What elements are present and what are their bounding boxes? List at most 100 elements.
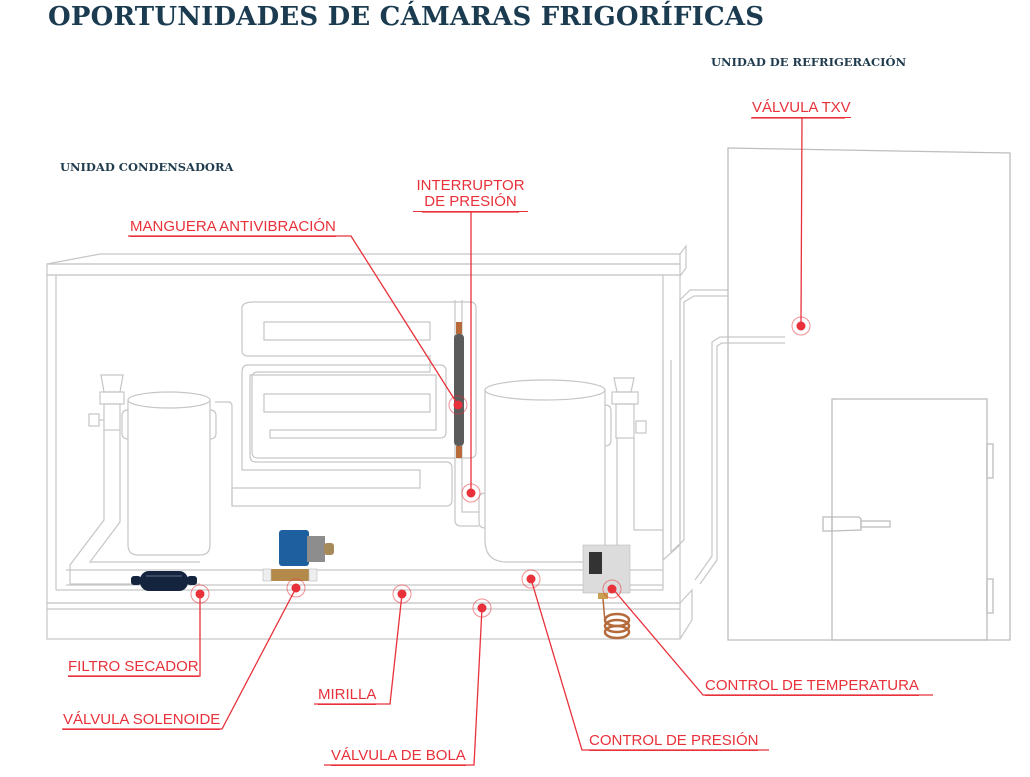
filter-drier	[131, 571, 197, 591]
left-valve-port	[88, 413, 100, 427]
door-handle-lever	[860, 520, 891, 528]
solenoid-coil	[279, 530, 309, 566]
hotspot-mirilla[interactable]	[392, 584, 412, 604]
hotspot-interruptor-presion[interactable]	[461, 483, 481, 503]
hotspot-control-temperatura[interactable]	[602, 579, 622, 599]
solenoid-connector	[324, 543, 334, 555]
callout-filtro-secador[interactable]: FILTRO SECADOR	[68, 658, 199, 677]
callout-valvula-bola[interactable]: VÁLVULA DE BOLA	[331, 747, 466, 766]
hotspot-dot	[291, 583, 301, 593]
cabinet-top-side	[679, 244, 687, 277]
coil-return-pipe	[215, 401, 233, 506]
hotspot-valvula-solenoide[interactable]	[286, 578, 306, 598]
right-valve-cap	[613, 377, 635, 393]
callout-mirilla[interactable]: MIRILLA	[318, 686, 377, 705]
compressor-top	[484, 379, 606, 401]
callout-control-presion[interactable]: CONTROL DE PRESIÓN	[589, 732, 759, 751]
leader-manguera	[128, 235, 459, 406]
hotspot-dot	[453, 400, 463, 410]
right-valve-collar	[611, 391, 639, 405]
callout-control-temperatura[interactable]: CONTROL DE TEMPERATURA	[705, 677, 919, 696]
condenser-coil-slot-1	[263, 321, 431, 341]
anti-vibration-hose	[454, 322, 464, 458]
compressor-port	[604, 404, 612, 447]
door-handle-grip	[831, 516, 862, 532]
left-pipe-outer	[69, 430, 200, 585]
callout-manguera-antivibracion[interactable]: MANGUERA ANTIVIBRACIÓN	[130, 218, 336, 237]
temperature-controller	[582, 544, 631, 640]
hotspot-ring	[461, 483, 481, 503]
hotspot-ring	[286, 578, 306, 598]
compressor-body	[484, 390, 606, 563]
capillary-coil-2	[603, 618, 631, 634]
leader-control-presion	[530, 578, 769, 751]
hotspot-dot	[526, 574, 536, 584]
cabinet-base-side	[679, 588, 693, 640]
solenoid-brass-body	[268, 569, 313, 581]
page-title: OPORTUNIDADES DE CÁMARAS FRIGORÍFICAS	[48, 2, 765, 32]
leader-txv	[800, 117, 803, 325]
callout-interruptor-line2: DE PRESIÓN	[424, 193, 517, 210]
right-valve-pipe-1	[610, 438, 618, 551]
compressor-suction-port	[478, 492, 486, 529]
discharge-pipe-outer	[454, 300, 479, 527]
hotspot-ring	[791, 316, 811, 336]
capillary-coil-3	[603, 624, 631, 640]
hotspot-ring	[472, 598, 492, 618]
right-valve-port	[635, 420, 647, 434]
section-label-condensing-unit: UNIDAD CONDENSADORA	[60, 160, 234, 174]
solenoid-fitting-right	[308, 568, 318, 582]
left-valve-body	[103, 403, 121, 431]
cabinet-base	[46, 602, 681, 640]
hotspot-ring	[392, 584, 412, 604]
refrigeration-unit-drawing	[727, 147, 1011, 641]
hotspot-control-presion[interactable]	[521, 569, 541, 589]
suction-line-outer	[662, 289, 728, 562]
door-hinge-top	[986, 443, 994, 479]
hotspot-valvula-bola[interactable]	[472, 598, 492, 618]
cold-room-outline	[727, 147, 1011, 641]
left-valve-collar	[99, 391, 125, 405]
solenoid-fitting-left	[262, 568, 272, 582]
solenoid-housing	[307, 536, 325, 562]
filter-inlet	[131, 576, 141, 585]
solenoid-valve	[262, 530, 334, 582]
condensing-unit-drawing	[46, 244, 785, 640]
hose-copper-end-top	[456, 322, 462, 334]
left-valve-cap	[100, 374, 124, 393]
section-label-refrigeration-unit: UNIDAD DE REFRIGERACIÓN	[711, 55, 907, 69]
liquid-line-to-evaporator-outer	[694, 336, 785, 581]
hotspot-ring	[190, 584, 210, 604]
cold-room-door	[831, 398, 988, 641]
left-tank-port-right	[209, 409, 217, 440]
callout-valvula-txv[interactable]: VÁLVULA TXV	[752, 99, 851, 118]
controller-dial	[589, 552, 602, 574]
hotspot-valvula-txv[interactable]	[791, 316, 811, 336]
left-pipe-inner	[88, 430, 200, 563]
cabinet-lid	[46, 263, 681, 276]
condenser-coil-lower	[231, 364, 453, 507]
controller-fitting	[598, 593, 608, 599]
hotspot-dot	[477, 603, 487, 613]
liquid-line-to-evaporator-inner	[699, 342, 785, 585]
door-handle-base	[822, 516, 833, 532]
hose-braid	[454, 334, 464, 446]
hose-copper-end-bottom	[456, 446, 462, 458]
callout-interruptor-line1: INTERRUPTOR	[416, 177, 525, 194]
left-tank-port	[121, 409, 129, 440]
suction-line-inner	[670, 295, 728, 554]
capillary-tube	[602, 598, 606, 623]
left-tank-body	[127, 400, 211, 556]
condenser-coil-slot-2	[263, 393, 431, 413]
callout-valvula-solenoide[interactable]: VÁLVULA SOLENOIDE	[63, 711, 221, 730]
hotspot-dot	[796, 321, 806, 331]
hotspot-dot	[397, 589, 407, 599]
hotspot-filtro-secador[interactable]	[190, 584, 210, 604]
filter-outlet	[187, 576, 197, 585]
left-tank-top	[127, 391, 211, 409]
callout-interruptor-presion[interactable]: INTERRUPTOR DE PRESIÓN	[413, 178, 528, 212]
hotspot-dot	[607, 584, 617, 594]
hotspot-manguera-antivibracion[interactable]	[448, 395, 468, 415]
hotspot-dot	[466, 488, 476, 498]
